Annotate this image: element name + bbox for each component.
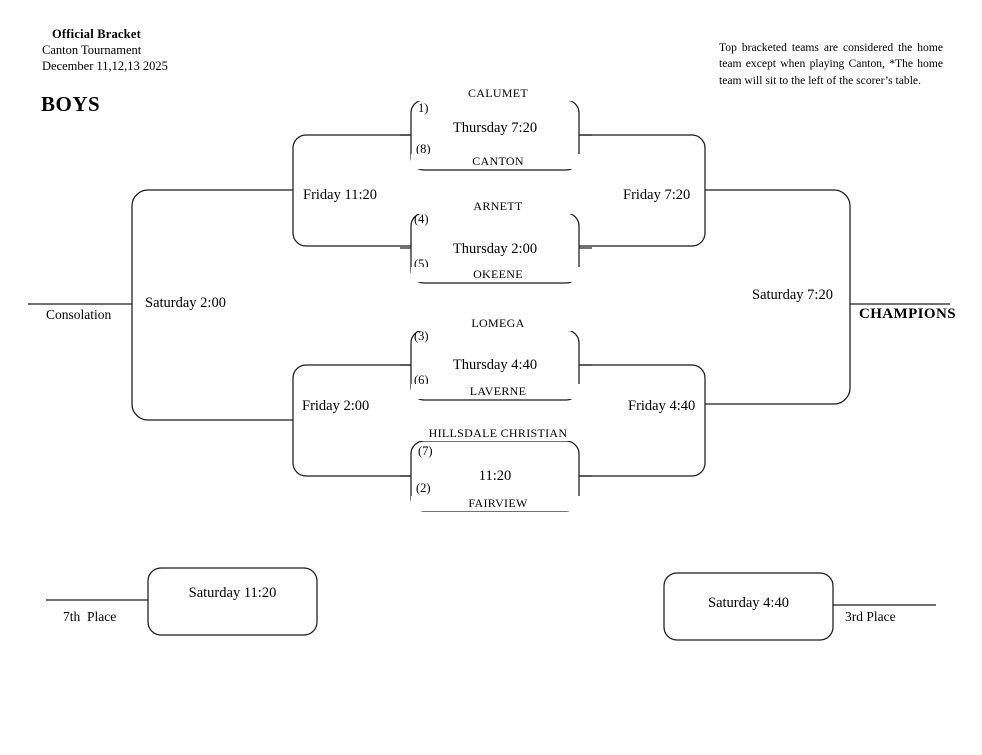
third-place-time: Saturday 4:40	[708, 595, 789, 611]
consolation-label: Consolation	[46, 307, 112, 322]
game-3-top-team: LOMEGA	[411, 316, 585, 331]
game-2-top-seed: (4)	[414, 212, 429, 226]
seventh-place-label: 7th Place	[63, 609, 117, 624]
game-2-time: Thursday 2:00	[452, 241, 538, 257]
game-1-bottom-seed: (8)	[416, 142, 431, 156]
consolation-final-label: Saturday 2:00	[145, 295, 226, 311]
consolation-upper-label: Friday 11:20	[303, 187, 377, 203]
official-bracket-title: Official Bracket	[52, 27, 141, 41]
tournament-dates: December 11,12,13 2025	[42, 59, 168, 73]
game-1-time: Thursday 7:20	[452, 120, 538, 136]
semifinal-upper-label: Friday 7:20	[623, 187, 691, 203]
championship-label: Saturday 7:20	[752, 287, 833, 303]
game-2-bottom-team: OKEENE	[411, 267, 585, 282]
game-2-top-team: ARNETT	[411, 199, 585, 214]
semifinal-lower-bracket	[579, 364, 706, 477]
game-1-top-seed: 1)	[418, 101, 429, 115]
game-1-bottom-team: CANTON	[411, 154, 585, 169]
game-3-bottom-team: LAVERNE	[411, 384, 585, 399]
semifinal-lower-label: Friday 4:40	[628, 398, 696, 414]
consolation-lower-bracket	[292, 364, 411, 477]
game-1-top-team: CALUMET	[411, 86, 585, 101]
consolation-lower-label: Friday 2:00	[302, 398, 370, 414]
game-4-bottom-team: FAIRVIEW	[411, 496, 585, 511]
game-3-top-seed: (3)	[414, 329, 429, 343]
game-4-time: 11:20	[478, 468, 512, 484]
third-place-label: 3rd Place	[845, 609, 896, 624]
division-title: BOYS	[41, 92, 101, 116]
game-3-time: Thursday 4:40	[452, 357, 538, 373]
champions-label: CHAMPIONS	[859, 306, 956, 322]
seventh-place-time: Saturday 11:20	[188, 585, 277, 601]
game-4-top-seed: (7)	[418, 444, 433, 458]
home-team-note: Top bracketed teams are considered the h…	[719, 41, 943, 87]
game-3-bottom-seed: (6)	[414, 373, 429, 387]
game-4-bottom-seed: (2)	[416, 481, 431, 495]
tournament-name: Canton Tournament	[42, 43, 142, 57]
game-4-top-team: HILLSDALE CHRISTIAN	[396, 426, 600, 441]
header-block: Official Bracket Canton Tournament Decem…	[42, 26, 168, 74]
